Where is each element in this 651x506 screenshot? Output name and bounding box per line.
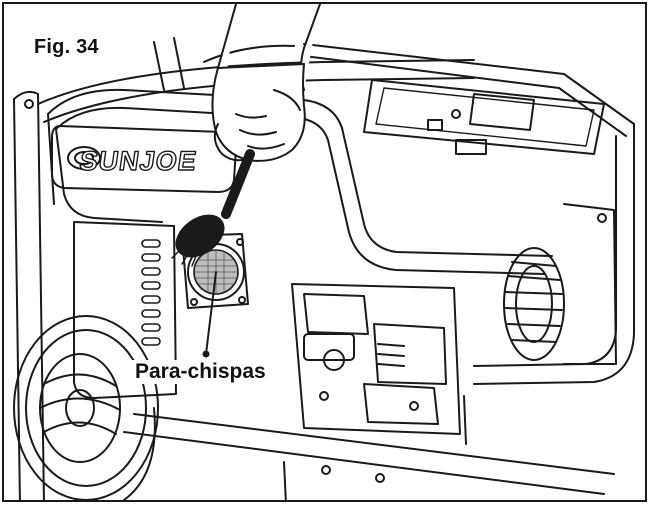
control-panel (363, 79, 605, 155)
brand-logo-inner-icon (74, 151, 94, 165)
indicator-light-icon (451, 109, 461, 119)
outlet-cover-icon (469, 93, 535, 131)
wheel (13, 315, 159, 500)
switch-icon (427, 119, 443, 131)
engine-block (291, 283, 461, 435)
generator-frame (13, 43, 635, 500)
brand-logo-icon (67, 146, 101, 170)
brand-mark: SUNJOE (78, 145, 199, 176)
bolts (24, 99, 607, 483)
top-handle (153, 37, 295, 91)
vent-slots (141, 239, 161, 346)
callout-leader (202, 271, 217, 358)
spark-arrestor-callout: Para-chispas (132, 360, 269, 384)
generator-illustration: SUNJOE (13, 4, 635, 500)
figure-frame: SUNJOE (2, 2, 647, 502)
hand-with-brush (171, 4, 321, 267)
outlet-icon (455, 139, 487, 155)
figure-label: Fig. 34 (34, 36, 99, 58)
alternator (503, 203, 617, 365)
